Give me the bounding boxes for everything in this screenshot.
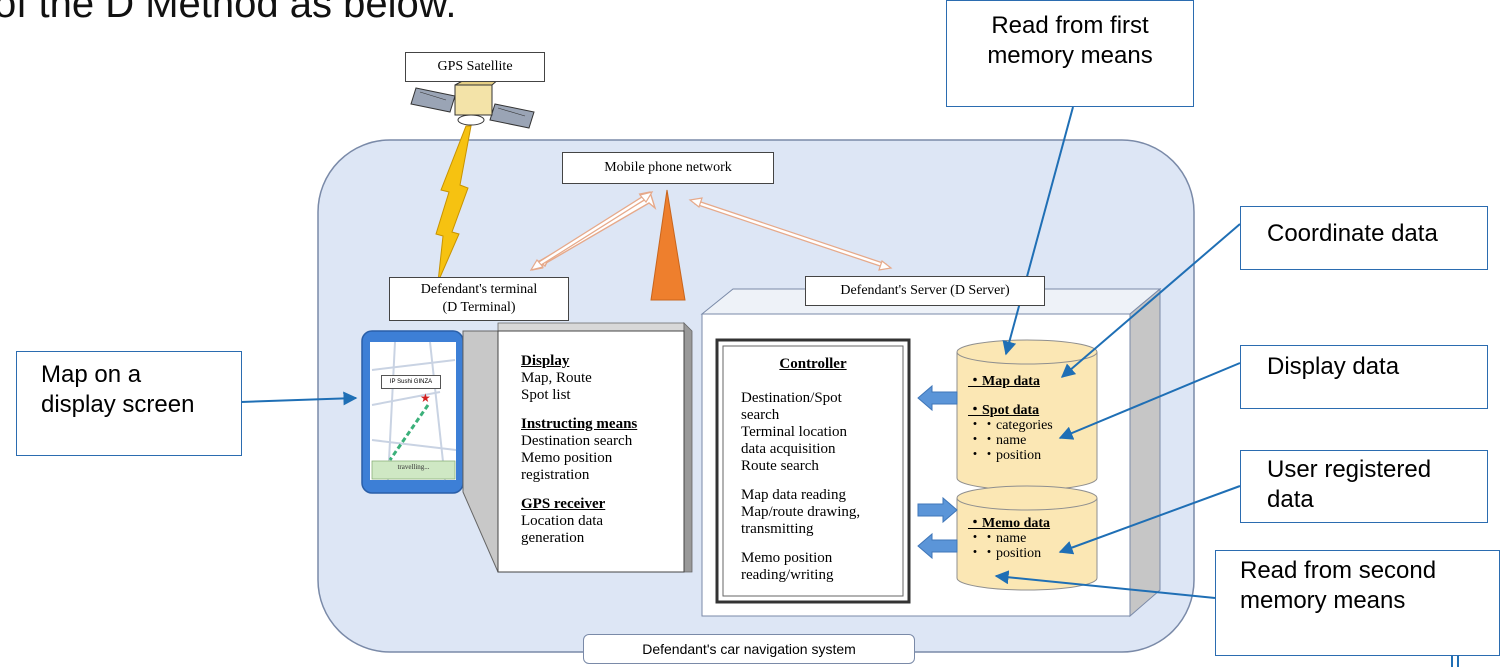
terminal-panel-text: Display Map, Route Spot list Instructing… bbox=[521, 353, 681, 547]
callout-user-registered-line1: User registered bbox=[1267, 456, 1432, 483]
controller-line: Map/route drawing, bbox=[741, 504, 861, 520]
memo-item: ・・name bbox=[968, 531, 1027, 546]
callout-map-display-line2: display screen bbox=[41, 391, 195, 418]
page-heading: of the D Method as below. bbox=[0, 0, 457, 26]
gps-signal-icon bbox=[435, 125, 472, 283]
callout-map-display: Map on a display screen bbox=[16, 351, 242, 456]
gps-receiver-heading: GPS receiver bbox=[521, 496, 606, 512]
phone-status-text: travelling... bbox=[397, 463, 430, 471]
spot-item: ・・categories bbox=[968, 418, 1053, 433]
controller-line: search bbox=[741, 407, 780, 423]
controller-text: Destination/Spot search Terminal locatio… bbox=[741, 390, 901, 584]
controller-line: Memo position bbox=[741, 550, 833, 566]
spot-data-label: ・Spot data bbox=[968, 403, 1040, 418]
instructing-line: Memo position bbox=[521, 450, 613, 466]
controller-title: Controller bbox=[723, 356, 903, 373]
callout-first-memory: Read from first memory means bbox=[946, 0, 1194, 107]
callout-map-display-line1: Map on a bbox=[41, 361, 142, 388]
callout-second-memory-line2: memory means bbox=[1240, 587, 1406, 614]
callout-user-registered: User registered data bbox=[1240, 450, 1488, 523]
controller-line: Route search bbox=[741, 458, 819, 474]
controller-line: transmitting bbox=[741, 521, 814, 537]
mobile-network-label: Mobile phone network bbox=[562, 152, 774, 184]
callout-arrows bbox=[240, 106, 1241, 599]
instructing-line: Destination search bbox=[521, 433, 633, 449]
map-data-label: ・Map data bbox=[968, 374, 1040, 389]
controller-title-text: Controller bbox=[779, 356, 847, 372]
callout-second-memory: Read from second memory means bbox=[1215, 550, 1500, 656]
instructing-line: registration bbox=[521, 467, 590, 483]
controller-line: reading/writing bbox=[741, 567, 834, 583]
database-cylinder-bottom bbox=[956, 485, 1098, 591]
callout-coordinate-data: Coordinate data bbox=[1240, 206, 1488, 270]
display-heading: Display bbox=[521, 353, 570, 369]
gps-line: Location data bbox=[521, 513, 604, 529]
controller-line: Terminal location bbox=[741, 424, 847, 440]
satellite-icon bbox=[410, 77, 535, 129]
controller-line: data acquisition bbox=[741, 441, 836, 457]
spot-item: ・・position bbox=[968, 448, 1042, 463]
data-flow-arrows bbox=[917, 384, 958, 560]
controller-line: Map data reading bbox=[741, 487, 846, 503]
display-line: Spot list bbox=[521, 387, 571, 403]
callout-second-memory-line1: Read from second bbox=[1240, 557, 1437, 584]
callout-user-registered-line2: data bbox=[1267, 486, 1314, 513]
system-caption: Defendant's car navigation system bbox=[583, 634, 915, 664]
callout-display-data-text: Display data bbox=[1267, 353, 1400, 380]
gps-satellite-text: GPS Satellite bbox=[437, 59, 513, 74]
terminal-title: Defendant's terminal (D Terminal) bbox=[389, 277, 569, 321]
cell-tower-icon bbox=[650, 189, 686, 301]
db-bottom-text: ・Memo data ・・name ・・position bbox=[968, 516, 1094, 561]
instructing-heading: Instructing means bbox=[521, 416, 638, 432]
phone-device bbox=[361, 330, 464, 494]
map-pin-icon: ★ bbox=[420, 391, 431, 405]
memo-data-label: ・Memo data bbox=[968, 516, 1051, 531]
server-title-text: Defendant's Server (D Server) bbox=[840, 283, 1010, 298]
terminal-title-line2: (D Terminal) bbox=[442, 300, 516, 315]
controller-line: Destination/Spot bbox=[741, 390, 842, 406]
phone-map-label: IP Sushi GINZA bbox=[381, 375, 441, 389]
callout-first-memory-line2: memory means bbox=[987, 42, 1153, 69]
database-cylinder-top bbox=[956, 339, 1098, 491]
db-top-text: ・Map data ・Spot data ・・categories ・・name… bbox=[968, 374, 1094, 463]
mobile-network-text: Mobile phone network bbox=[604, 160, 732, 175]
callout-display-data: Display data bbox=[1240, 345, 1488, 409]
gps-line: generation bbox=[521, 530, 585, 546]
phone-status: travelling... bbox=[372, 463, 455, 471]
memo-item: ・・position bbox=[968, 546, 1042, 561]
phone-map-label-text: IP Sushi GINZA bbox=[389, 379, 433, 385]
callout-first-memory-line1: Read from first bbox=[991, 12, 1149, 39]
terminal-panel bbox=[497, 330, 685, 573]
display-line: Map, Route bbox=[521, 370, 592, 386]
terminal-title-line1: Defendant's terminal bbox=[420, 282, 538, 297]
spot-item: ・・name bbox=[968, 433, 1027, 448]
server-title: Defendant's Server (D Server) bbox=[805, 276, 1045, 306]
system-caption-text: Defendant's car navigation system bbox=[642, 641, 856, 657]
callout-coordinate-text: Coordinate data bbox=[1267, 220, 1438, 247]
gps-satellite-label: GPS Satellite bbox=[405, 52, 545, 82]
